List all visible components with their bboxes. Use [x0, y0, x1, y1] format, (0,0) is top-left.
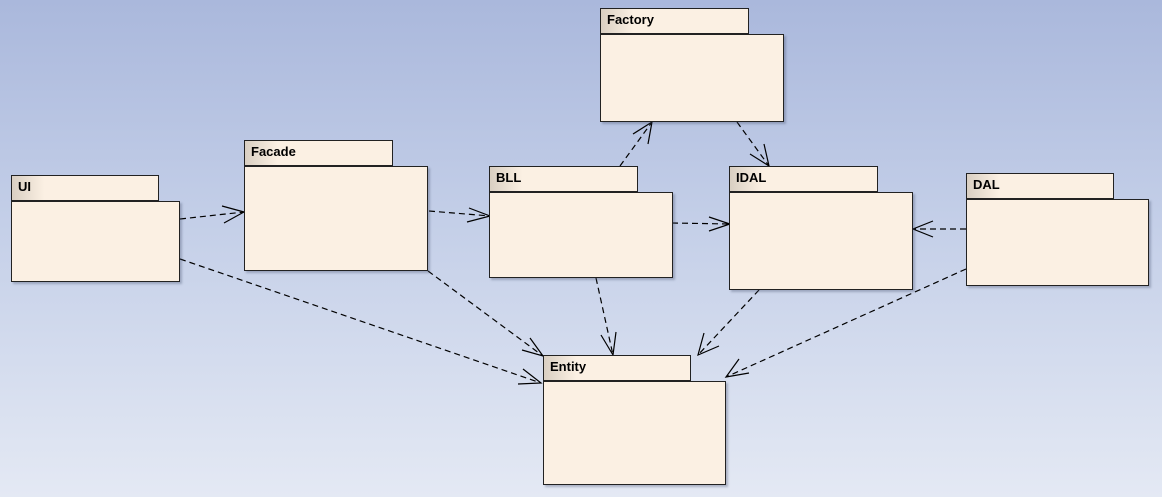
package-facade-name: Facade	[244, 140, 393, 166]
package-bll-name: BLL	[489, 166, 638, 192]
package-ui[interactable]: UI	[11, 175, 180, 282]
package-factory[interactable]: Factory	[600, 8, 784, 122]
dependency-dal-idal[interactable]	[911, 220, 966, 238]
dependency-bll-idal[interactable]	[671, 216, 732, 232]
package-ui-body	[11, 201, 180, 282]
package-idal[interactable]: IDAL	[729, 166, 913, 290]
dependency-factory-idal[interactable]	[736, 121, 770, 168]
package-entity-body	[543, 381, 726, 485]
package-dal-body	[966, 199, 1149, 286]
package-entity-name: Entity	[543, 355, 691, 381]
dependency-idal-entity[interactable]	[697, 289, 760, 357]
package-dal[interactable]: DAL	[966, 173, 1149, 286]
dependency-facade-bll[interactable]	[428, 207, 492, 223]
package-ui-name: UI	[11, 175, 159, 201]
package-idal-name: IDAL	[729, 166, 878, 192]
dependency-bll-factory[interactable]	[619, 120, 653, 167]
dependency-bll-entity[interactable]	[595, 277, 617, 357]
dependency-facade-entity[interactable]	[427, 270, 545, 358]
package-entity[interactable]: Entity	[543, 355, 726, 485]
package-factory-name: Factory	[600, 8, 749, 34]
package-facade[interactable]: Facade	[244, 140, 428, 271]
dependency-ui-entity[interactable]	[179, 258, 543, 385]
package-factory-body	[600, 34, 784, 122]
package-idal-body	[729, 192, 913, 290]
dependency-ui-facade[interactable]	[179, 205, 246, 224]
package-dal-name: DAL	[966, 173, 1114, 199]
package-bll-body	[489, 192, 673, 278]
dependency-dal-entity[interactable]	[724, 268, 967, 378]
package-bll[interactable]: BLL	[489, 166, 673, 278]
package-facade-body	[244, 166, 428, 271]
